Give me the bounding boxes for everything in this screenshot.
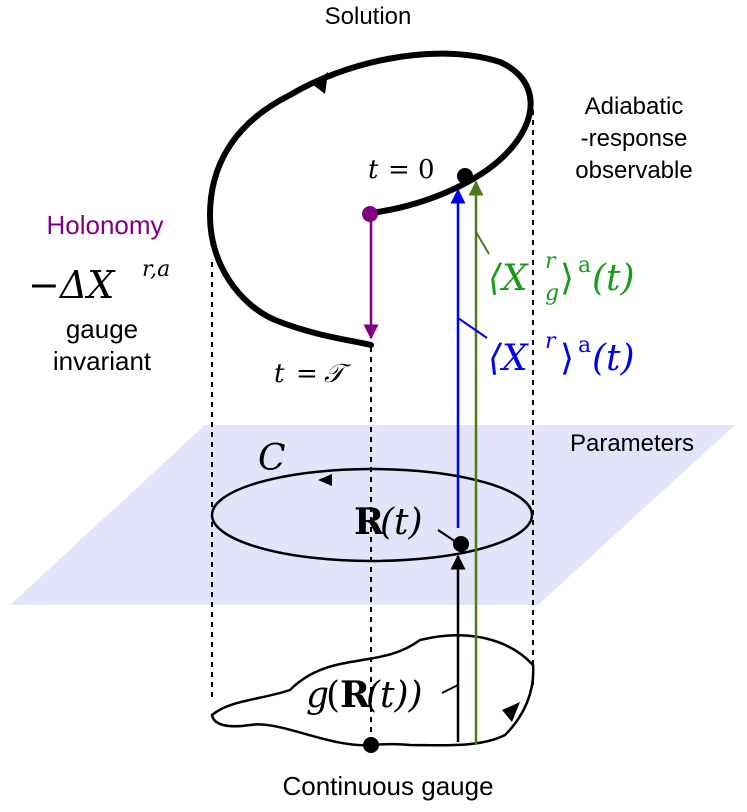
g-open: ( <box>326 675 340 716</box>
adiabatic-label-line3: observable <box>575 157 692 184</box>
solution-curve <box>206 50 534 348</box>
xg-superscript: r <box>545 249 557 274</box>
r-leader-line <box>437 529 457 543</box>
xr-leader-line <box>457 317 488 339</box>
gauge-curve <box>210 634 535 747</box>
holonomy-label: Holonomy <box>46 210 163 240</box>
projection-lines <box>211 110 534 745</box>
xg-a: a <box>578 253 591 278</box>
xr-close: ⟩ <box>560 338 574 379</box>
solution-label: Solution <box>325 3 412 30</box>
t-zero-eq: = 0 <box>388 155 435 185</box>
gauge-curve-arrow-icon <box>502 702 520 722</box>
delta-x-superscript: r,a <box>142 257 170 282</box>
parameter-loop-arrow-icon <box>318 474 332 486</box>
xr-superscript: r <box>545 329 557 354</box>
t-zero-label: t = 0 <box>368 155 435 185</box>
gauge-invariant-line1: gauge <box>66 314 138 344</box>
solution-curve-arrow-icon <box>312 72 328 94</box>
point-gauge <box>363 737 379 753</box>
xr-open: ⟨X <box>488 338 529 379</box>
point-holonomy-start <box>362 206 378 222</box>
r-bold: R <box>354 501 385 543</box>
r-arg: (t) <box>380 502 423 543</box>
parameter-loop-c <box>210 467 534 563</box>
r-t-label: R (t) <box>354 501 423 543</box>
xg-close: ⟩ <box>560 258 574 299</box>
point-t-zero <box>457 168 473 184</box>
xg-open: ⟨X <box>488 258 529 299</box>
adiabatic-label-line1: Adiabatic <box>585 93 684 120</box>
xg-observable-label: ⟨X r g ⟩ a (t) <box>488 249 635 306</box>
t-tau-eq: = <box>296 359 318 389</box>
delta-x-main: −ΔX <box>28 263 116 307</box>
g-func: g <box>306 675 329 716</box>
xr-a: a <box>578 333 591 358</box>
g-close: (t)) <box>366 675 423 716</box>
xg-arg: (t) <box>592 258 635 299</box>
parameters-label: Parameters <box>570 430 694 457</box>
t-tau-t: t <box>274 359 285 389</box>
curve-c-label: C <box>258 438 286 479</box>
xr-arg: (t) <box>592 338 635 379</box>
parameter-plane <box>10 425 735 605</box>
continuous-gauge-label: Continuous gauge <box>282 771 493 801</box>
xg-leader-line <box>475 231 490 255</box>
gauge-invariant-line2: invariant <box>53 346 152 376</box>
adiabatic-label-line2: -response <box>581 125 688 152</box>
t-tau-symbol: 𝒯 <box>324 359 352 389</box>
point-r-t <box>453 536 469 552</box>
gauge-function-label: g ( R (t)) <box>306 674 423 716</box>
t-zero-t: t <box>368 155 379 185</box>
g-leader-line <box>441 684 459 694</box>
xr-observable-label: ⟨X r ⟩ a (t) <box>488 329 635 379</box>
xg-subscript: g <box>545 281 559 306</box>
t-tau-label: t = 𝒯 <box>274 359 352 389</box>
delta-x-formula: −ΔX r,a <box>28 257 170 307</box>
g-r: R <box>340 674 371 716</box>
